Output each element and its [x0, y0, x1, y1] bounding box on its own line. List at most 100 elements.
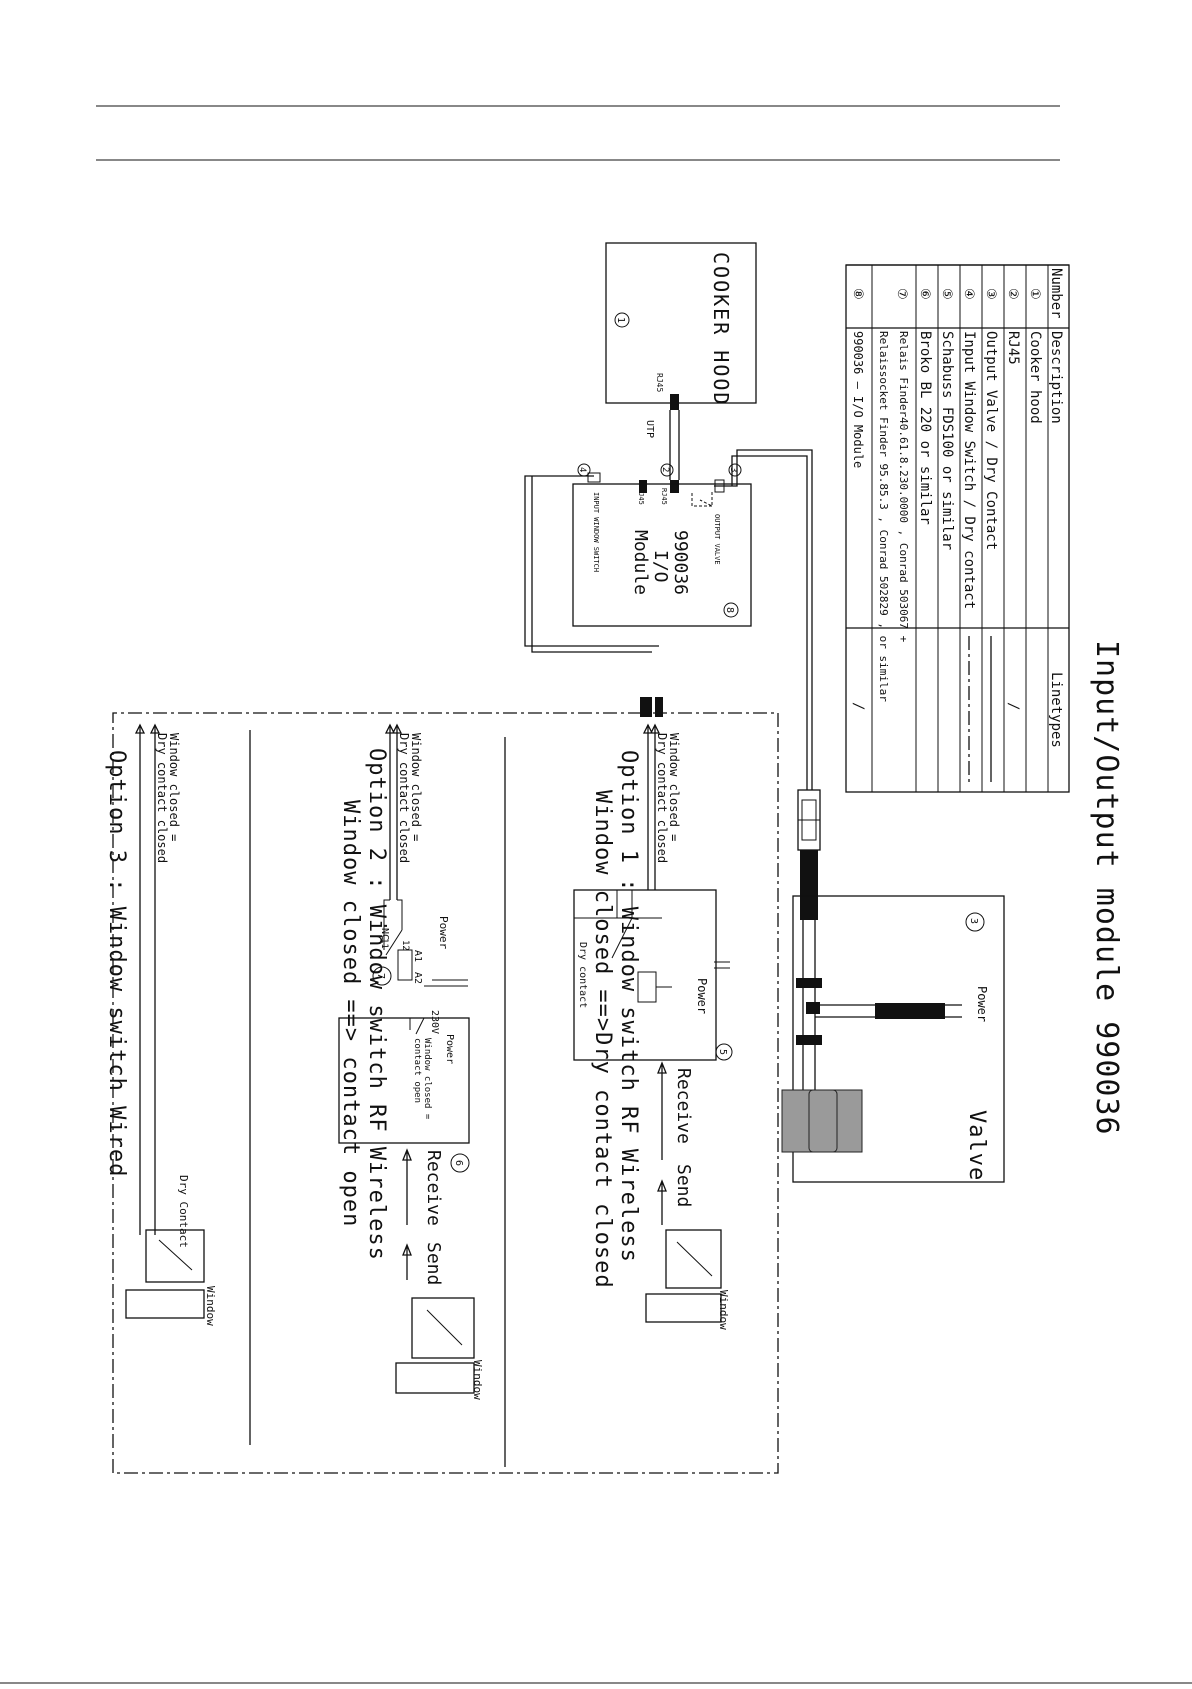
module-input-number: 4 — [577, 467, 587, 472]
option-1: Option 1 : Window switch RF Wireless Win… — [573, 723, 733, 1330]
cooker-hood-cable-label: UTP — [644, 420, 655, 438]
legend-row-4-desc: Input Window Switch / Dry contact — [961, 331, 977, 609]
legend-row-2-desc: RJ45 — [1005, 331, 1021, 365]
option2-window-box — [395, 1362, 475, 1394]
option-3: Option 3 : Window switch Wired Window cl… — [104, 723, 217, 1326]
legend-row-2-linetype: / — [1005, 702, 1021, 710]
legend-row-4-number: ④ — [961, 288, 976, 300]
legend-row-6-desc: Broko BL 220 or similar — [917, 331, 933, 525]
option2-title-2: Window closed ==> contact open — [338, 800, 363, 1227]
module-rj45-number: 2 — [660, 467, 670, 472]
module-output-relay-contact — [691, 492, 713, 507]
option2-relay: A1 A2 NC 11 12 7 — [372, 928, 468, 987]
option1-dry-contact-label: Dry contact — [577, 942, 588, 1008]
cooker-hood-rj45-port — [670, 394, 679, 410]
option1-number: 5 — [717, 1049, 728, 1055]
legend-row-5-number: ⑤ — [939, 288, 954, 300]
legend-row-7-desc: Relais Finder40.61.8.230.0000 , Conrad 5… — [897, 331, 910, 643]
option2-title-1: Option 2 : Window switch RF Wireless — [364, 748, 389, 1261]
legend-row-5-desc: Schabuss FDS100 or similar — [939, 331, 955, 550]
module-rj45-label-2: RJ45 — [637, 488, 645, 505]
option3-dry-contact-label: Dry Contact — [177, 1175, 190, 1248]
module-rj45-label-1: RJ45 — [660, 488, 668, 505]
option3-note-1: Window closed = — [167, 733, 181, 841]
cooker-hood-number: 1 — [615, 317, 626, 323]
option3-window-box — [125, 1289, 205, 1319]
option1-send-label: Send — [673, 1164, 694, 1207]
module-line2: I/O — [650, 550, 671, 583]
window-switch-cable — [524, 475, 659, 653]
legend-table: Number Description Linetypes ① Cooker ho… — [845, 264, 1070, 793]
option2-power2-label: Power — [444, 1034, 455, 1064]
legend-row-7-desc2: Relaissocket Finder 95.85.3 , Conrad 502… — [877, 331, 890, 702]
option1-title-2: Window closed ==>Dry contact closed — [590, 790, 615, 1289]
legend-row-8-linetype: / — [850, 702, 866, 710]
io-module: 990036 I/O Module RJ45 RJ45 OUTPUT VALVE… — [572, 463, 752, 627]
utp-cable — [669, 410, 680, 480]
module-input-terminal — [587, 472, 601, 483]
valve-cable — [714, 449, 813, 790]
legend-row-7-number: ⑦ — [894, 288, 909, 300]
options-frame — [112, 712, 779, 1474]
legend-row-8-desc: 990036 – I/O Module — [851, 331, 865, 468]
option3-switch-box — [145, 1229, 205, 1283]
option3-note-2: Dry contact closed — [155, 733, 169, 863]
legend-header-description: Description — [1048, 331, 1064, 424]
option2-window-label: Window — [471, 1360, 484, 1400]
legend-row-6-number: ⑥ — [917, 288, 932, 300]
valve-number: 3 — [968, 918, 979, 924]
valve-cable-connector — [797, 789, 821, 920]
legend-header-linetypes: Linetypes — [1048, 672, 1064, 748]
module-rj45-port-a — [670, 480, 679, 493]
option2-switch-box — [411, 1297, 475, 1359]
module-input-switch-label: INPUT WINDOW SWITCH — [592, 492, 600, 572]
option2-note-2: Dry contact closed — [397, 733, 411, 863]
option2-note-1: Window closed = — [409, 733, 423, 841]
option2-relay-note-2: contact open — [412, 1038, 422, 1103]
valve-assembly: Valve 3 Power — [781, 895, 1005, 1183]
option1-switch-box — [665, 1229, 722, 1289]
option2-t12: 12 — [400, 940, 410, 951]
module-output-valve-label: OUTPUT VALVE — [713, 514, 721, 565]
option-2: Option 2 : Window switch RF Wireless Win… — [338, 723, 484, 1400]
cooker-hood-label: COOKER HOOD — [709, 252, 733, 406]
option1-receive-label: Receive — [673, 1068, 694, 1144]
module-line3: Module — [630, 530, 651, 595]
legend-row-8-number: ⑧ — [850, 288, 865, 300]
drawing-rotated: Input/Output module 990036 Number Descri… — [104, 242, 1124, 1474]
legend-row-3-number: ③ — [983, 288, 998, 300]
valve-label: Valve — [964, 1110, 989, 1181]
option1-receiver-box — [573, 889, 717, 1061]
legend-row-1-desc: Cooker hood — [1027, 331, 1043, 424]
option2-number: 6 — [453, 1160, 464, 1166]
module-output-number: 3 — [728, 467, 738, 472]
option2-receiver-box — [338, 1017, 470, 1144]
module-line1: 990036 — [670, 530, 691, 595]
legend-row-2-number: ② — [1005, 288, 1020, 300]
cooker-hood: COOKER HOOD 1 RJ45 UTP — [605, 242, 757, 438]
option2-receive-label: Receive — [423, 1150, 444, 1226]
option1-title-1: Option 1 : Window switch RF Wireless — [616, 750, 641, 1263]
module-number: 8 — [724, 607, 735, 613]
option3-title: Option 3 : Window switch Wired — [104, 750, 129, 1177]
option1-window-box — [645, 1293, 722, 1323]
option1-window-label: Window — [717, 1290, 730, 1330]
option2-relay-number: 7 — [375, 973, 386, 979]
option1-power-label: Power — [695, 978, 709, 1014]
option3-window-label: Window — [204, 1286, 217, 1326]
window-switch-cable-coupler — [640, 697, 652, 717]
option2-send-label: Send — [423, 1242, 444, 1285]
option2-a1: A1 — [412, 950, 423, 962]
legend-row-3-desc: Output Valve / Dry Contact — [983, 331, 999, 550]
option1-note-1: Window closed = — [667, 733, 681, 841]
drawing-title: Input/Output module 990036 — [1089, 640, 1124, 1136]
option2-a2: A2 — [412, 972, 423, 984]
option2-relay-note-1: Window closed = — [422, 1038, 432, 1120]
option2-power-label: Power — [437, 916, 450, 949]
option1-note-2: Dry contact closed — [655, 733, 669, 863]
legend-header-number: Number — [1048, 268, 1064, 319]
option2-230v: 230V — [429, 1010, 440, 1034]
cooker-hood-port-label: RJ45 — [655, 373, 664, 392]
